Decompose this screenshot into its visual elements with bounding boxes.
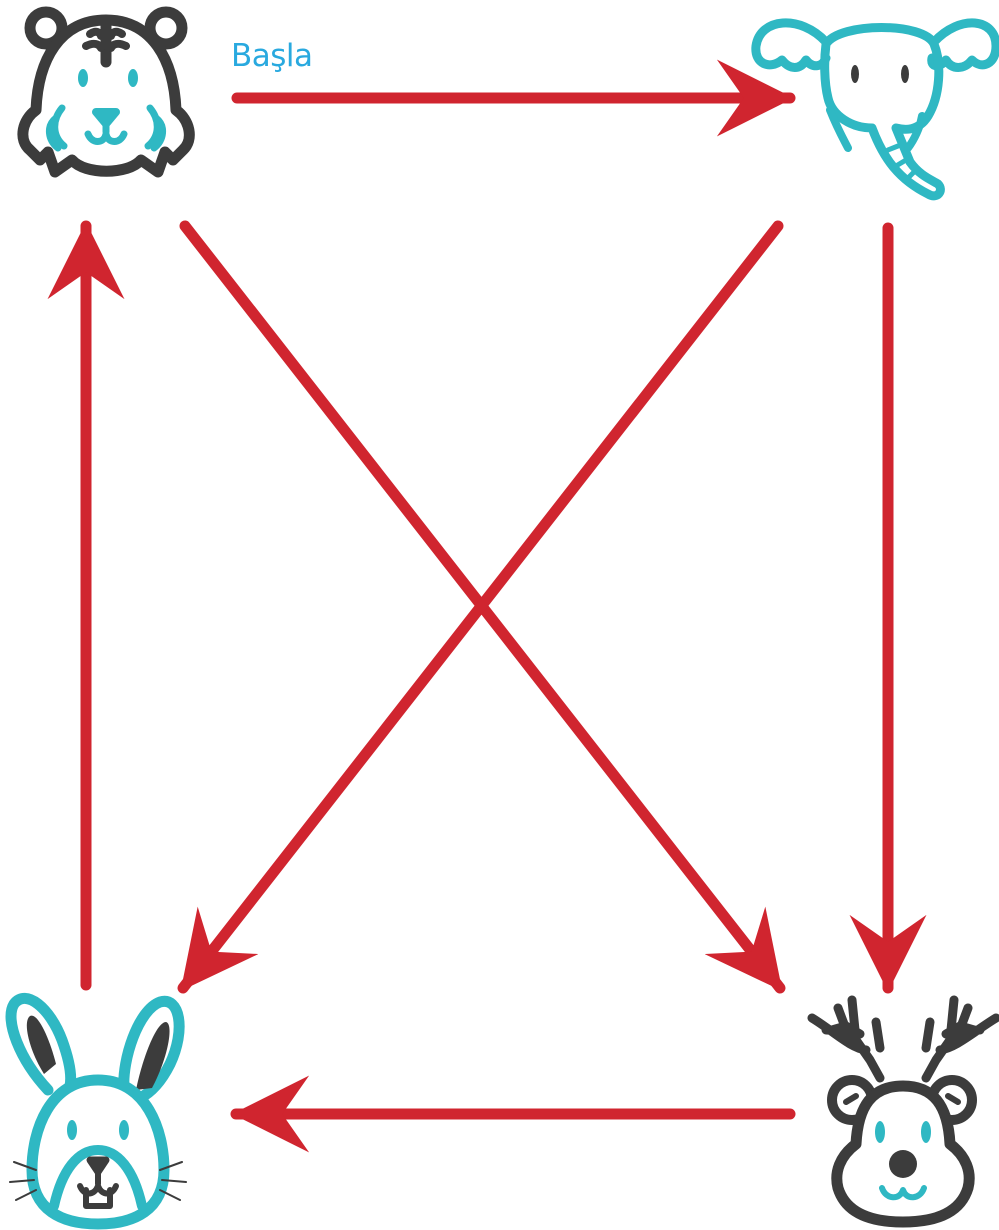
rabbit-face-icon bbox=[10, 998, 186, 1224]
deer-face-icon bbox=[812, 1000, 996, 1222]
tiger-face-icon bbox=[23, 12, 189, 172]
elephant-face-icon bbox=[756, 23, 996, 196]
edges bbox=[86, 98, 888, 1114]
